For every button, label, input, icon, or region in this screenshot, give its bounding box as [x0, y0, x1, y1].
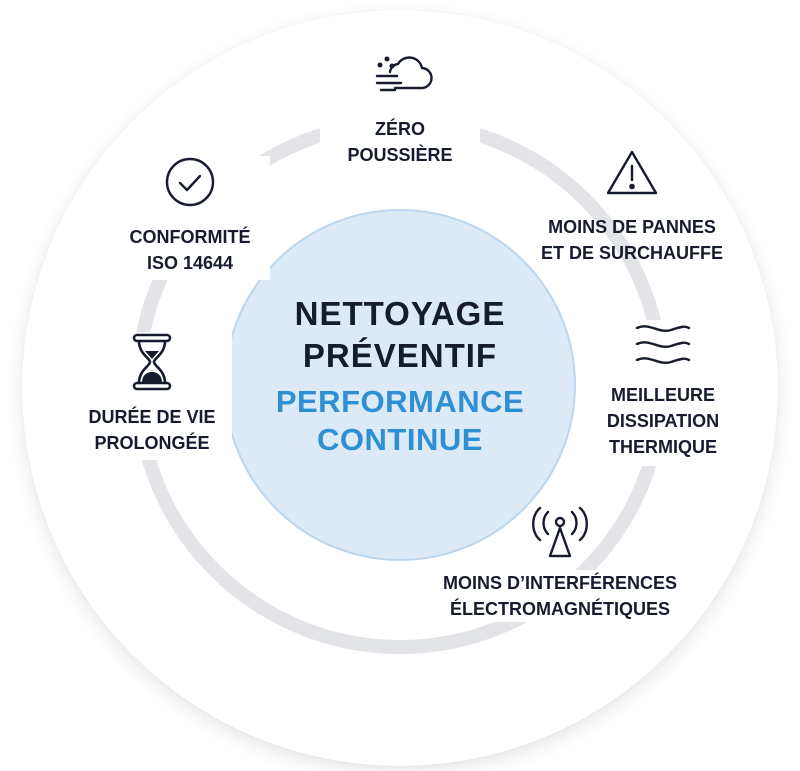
- benefit-iso: CONFORMITÉ ISO 14644: [110, 156, 270, 280]
- center-hub: NETTOYAGE PRÉVENTIF PERFORMANCE CONTINUE: [224, 209, 576, 561]
- benefit-label-line: ET DE SURCHAUFFE: [540, 243, 723, 263]
- center-subtitle: PERFORMANCE CONTINUE: [276, 383, 524, 459]
- center-subtitle-line2: CONTINUE: [317, 422, 483, 457]
- benefit-label-line: ÉLECTROMAGNÉTIQUES: [449, 599, 670, 619]
- dust-cloud-icon: [367, 50, 433, 102]
- antenna-signal-icon: [528, 506, 592, 562]
- benefit-label-line: CONFORMITÉ: [129, 227, 251, 247]
- center-title: NETTOYAGE PRÉVENTIF: [295, 293, 506, 377]
- benefit-label-line: PROLONGÉE: [94, 433, 210, 453]
- benefit-label-line: MOINS DE PANNES: [548, 217, 716, 237]
- hourglass-icon: [130, 332, 174, 392]
- benefit-zero-dust: ZÉRO POUSSIÈRE: [320, 50, 480, 172]
- benefit-label-line: DURÉE DE VIE: [88, 407, 216, 427]
- center-subtitle-line1: PERFORMANCE: [275, 384, 525, 419]
- benefit-label-line: ZÉRO: [374, 119, 425, 139]
- benefit-label-line: THERMIQUE: [609, 437, 717, 457]
- benefit-label-line: MOINS D’INTERFÉRENCES: [442, 573, 678, 593]
- center-title-line1: NETTOYAGE: [294, 295, 506, 332]
- warning-triangle-icon: [604, 148, 660, 198]
- benefit-label-line: DISSIPATION: [606, 411, 720, 431]
- benefit-fewer-failures: MOINS DE PANNES ET DE SURCHAUFFE: [520, 148, 744, 266]
- heat-waves-icon: [633, 320, 693, 370]
- check-circle-icon: [164, 156, 216, 208]
- benefit-heat-dissipation: MEILLEURE DISSIPATION THERMIQUE: [583, 320, 743, 466]
- benefit-label-line: ISO 14644: [146, 253, 234, 273]
- benefit-emi: MOINS D’INTERFÉRENCES ÉLECTROMAGNÉTIQUES: [410, 506, 710, 622]
- benefit-label-line: POUSSIÈRE: [347, 145, 453, 165]
- benefit-lifespan: DURÉE DE VIE PROLONGÉE: [72, 332, 232, 460]
- benefit-label-line: MEILLEURE: [610, 385, 715, 405]
- center-title-line2: PRÉVENTIF: [302, 337, 498, 374]
